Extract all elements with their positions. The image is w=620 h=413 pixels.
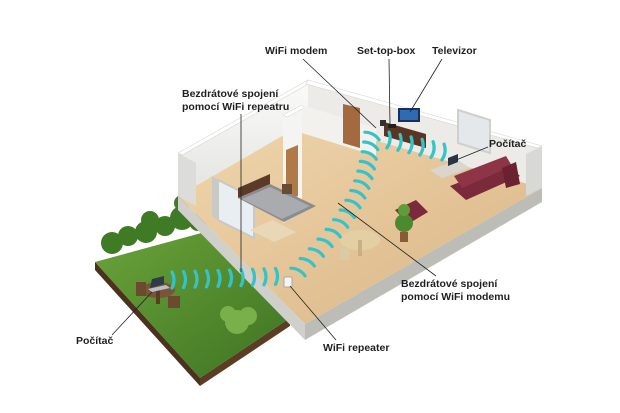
sofa-arm — [502, 162, 520, 188]
wifi-wave-arc — [216, 268, 222, 288]
plant — [395, 204, 413, 242]
wifi-wave-arc — [307, 247, 325, 258]
wifi-wave-arc — [429, 140, 436, 160]
wifi-wave-arc — [360, 150, 378, 161]
wifi-wave-arc — [338, 208, 356, 220]
dining-table-leg — [358, 240, 362, 256]
outer-wall-left — [178, 196, 305, 340]
leader-modem-link — [337, 202, 437, 277]
wifi-wave-arc — [193, 269, 199, 289]
wifi-signal-waves — [170, 130, 447, 290]
leader-televizor — [409, 58, 443, 113]
wifi-wave-arc — [289, 266, 307, 278]
leader-pc-right — [455, 146, 489, 161]
label-wireless-link-modem-line-1: Bezdrátové spojení — [401, 278, 498, 290]
wifi-wave-arc — [363, 130, 381, 142]
wifi-wave-arc — [262, 267, 268, 287]
wifi-wave-arc — [250, 267, 257, 287]
tv-cabinet — [384, 122, 426, 148]
wifi-wave-arc — [239, 268, 245, 288]
bed-headboard — [238, 174, 270, 198]
wifi-wave-arc — [273, 266, 280, 286]
wifi-wave-arc — [344, 198, 362, 210]
nightstand — [282, 184, 292, 194]
label-televizor: Televizor — [432, 45, 477, 57]
wifi-wave-arc — [332, 218, 350, 229]
leader-lines — [111, 58, 489, 341]
wifi-wave-arc — [181, 270, 188, 290]
sofa-back — [454, 156, 512, 188]
lawn-edge-left — [95, 262, 200, 386]
bed-sheet — [242, 187, 310, 219]
wifi-wave-arc — [396, 132, 403, 152]
wifi-wave-arc — [349, 188, 367, 200]
wifi-wave-arc — [170, 270, 176, 290]
label-wireless-link-repeater-line-1: Bezdrátové spojení — [182, 88, 279, 100]
back-wall-left — [178, 80, 308, 196]
sofa — [450, 164, 520, 200]
wifi-repeater-device — [283, 276, 293, 288]
wifi-wave-arc — [204, 269, 211, 289]
bedroom — [238, 174, 316, 242]
wifi-wave-arc — [298, 256, 316, 268]
label-computer-left: Počítač — [76, 335, 114, 347]
wifi-wave-arc — [316, 237, 334, 249]
wifi-wave-arc — [358, 159, 376, 171]
wifi-wave-arc — [227, 268, 234, 288]
tv-screen — [400, 110, 418, 120]
label-wireless-link-modem-line-2: pomocí WiFi modemu — [401, 291, 510, 303]
laptop-right — [448, 154, 458, 166]
label-set-top-box: Set-top-box — [357, 45, 416, 57]
wifi-wave-arc — [356, 169, 374, 181]
wifi-wave-arc — [324, 227, 342, 239]
wifi-wave-arc — [362, 140, 380, 152]
wifi-wave-arc — [418, 137, 425, 157]
set-top-box-device — [388, 124, 396, 128]
living-room — [340, 108, 520, 260]
window-right — [457, 108, 491, 155]
laptop-left — [148, 276, 170, 292]
leader-repeater — [289, 285, 337, 341]
wifi-modem-device — [380, 120, 386, 126]
leader-pc-left — [111, 291, 153, 336]
garden — [95, 195, 290, 386]
wifi-wave-arc — [440, 142, 447, 162]
label-wireless-link-repeater-line-2: pomocí WiFi repeatru — [182, 101, 290, 113]
label-computer-right: Počítač — [489, 138, 527, 150]
door — [343, 104, 360, 148]
side-wall-right — [526, 146, 542, 196]
lawn — [95, 232, 290, 378]
outer-wall-right — [305, 188, 542, 340]
desk — [430, 160, 470, 178]
wifi-wave-arc — [353, 179, 371, 190]
chair — [340, 248, 349, 260]
label-wifi-repeater: WiFi repeater — [323, 342, 390, 354]
label-wifi-modem: WiFi modem — [265, 45, 328, 57]
garden-bush — [220, 306, 257, 334]
leader-wifi-modem — [302, 58, 377, 129]
side-wall-left — [178, 153, 196, 206]
window-left-frame — [212, 176, 218, 220]
wifi-wave-arc — [407, 135, 414, 155]
lawn-edge — [200, 318, 290, 386]
rug — [250, 220, 296, 242]
leader-settopbox — [388, 58, 391, 126]
wifi-wave-arc — [385, 130, 392, 150]
